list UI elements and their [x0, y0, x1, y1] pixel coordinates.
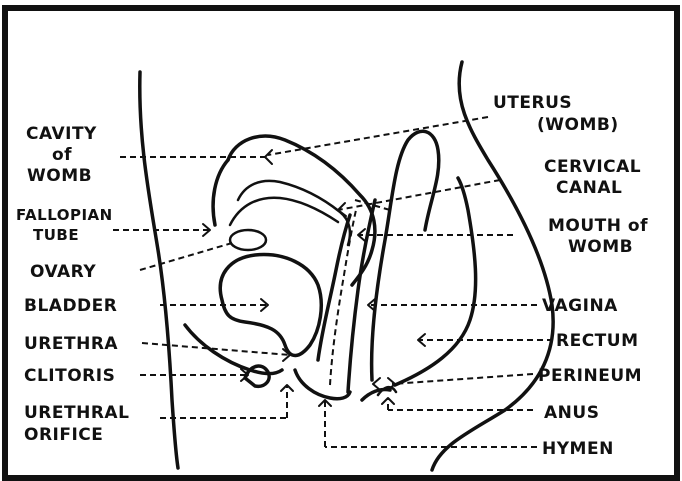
right-labels: UTERUS (WOMB) CERVICAL CANAL MOUTH of WO… — [493, 93, 648, 459]
uterus-inner-wall — [213, 160, 228, 225]
label-ovary: OVARY — [30, 262, 96, 282]
label-cavity-3: WOMB — [27, 166, 92, 186]
label-hymen: HYMEN — [542, 439, 614, 459]
urethra-shape — [185, 325, 282, 374]
label-cervical-1: CERVICAL — [544, 157, 641, 177]
arrow-cavity — [265, 150, 272, 164]
label-uterus-2: (WOMB) — [537, 115, 619, 135]
vagina-base — [295, 370, 350, 399]
ovary-shape — [230, 230, 266, 250]
perineum-curve — [362, 389, 390, 400]
label-cavity-1: CAVITY — [26, 124, 97, 144]
label-anus: ANUS — [544, 403, 599, 423]
leader-ovary — [140, 243, 232, 270]
label-mouth-1: MOUTH of — [548, 216, 648, 236]
rectum-front-wall — [372, 131, 439, 380]
label-rectum: RECTUM — [556, 331, 639, 351]
cavity-of-womb-inner — [238, 181, 350, 245]
clitoris-shape — [245, 366, 269, 386]
label-bladder: BLADDER — [24, 296, 117, 316]
left-labels: CAVITY of WOMB FALLOPIAN TUBE OVARY BLAD… — [16, 124, 129, 445]
label-cavity-2: of — [52, 145, 72, 165]
uterus-shape — [228, 136, 375, 285]
label-vagina: VAGINA — [542, 296, 618, 316]
label-clitoris: CLITORIS — [24, 366, 115, 386]
front-body-outline — [140, 72, 178, 468]
label-orifice-1: URETHRAL — [24, 403, 129, 423]
arrow-perineum-a — [373, 378, 380, 390]
label-perineum: PERINEUM — [538, 366, 642, 386]
label-fallopian-2: TUBE — [33, 226, 79, 244]
label-urethra: URETHRA — [24, 334, 118, 354]
label-uterus-1: UTERUS — [493, 93, 572, 113]
fallopian-tube-shape — [230, 198, 338, 225]
back-body-outline — [432, 62, 553, 470]
label-fallopian-1: FALLOPIAN — [16, 206, 113, 224]
label-cervical-2: CANAL — [556, 178, 622, 198]
rectum-back-wall — [395, 178, 476, 385]
vagina-wall-front — [318, 215, 350, 360]
label-mouth-2: WOMB — [568, 237, 633, 257]
label-orifice-2: ORIFICE — [24, 425, 103, 445]
arrow-anus — [382, 398, 394, 404]
